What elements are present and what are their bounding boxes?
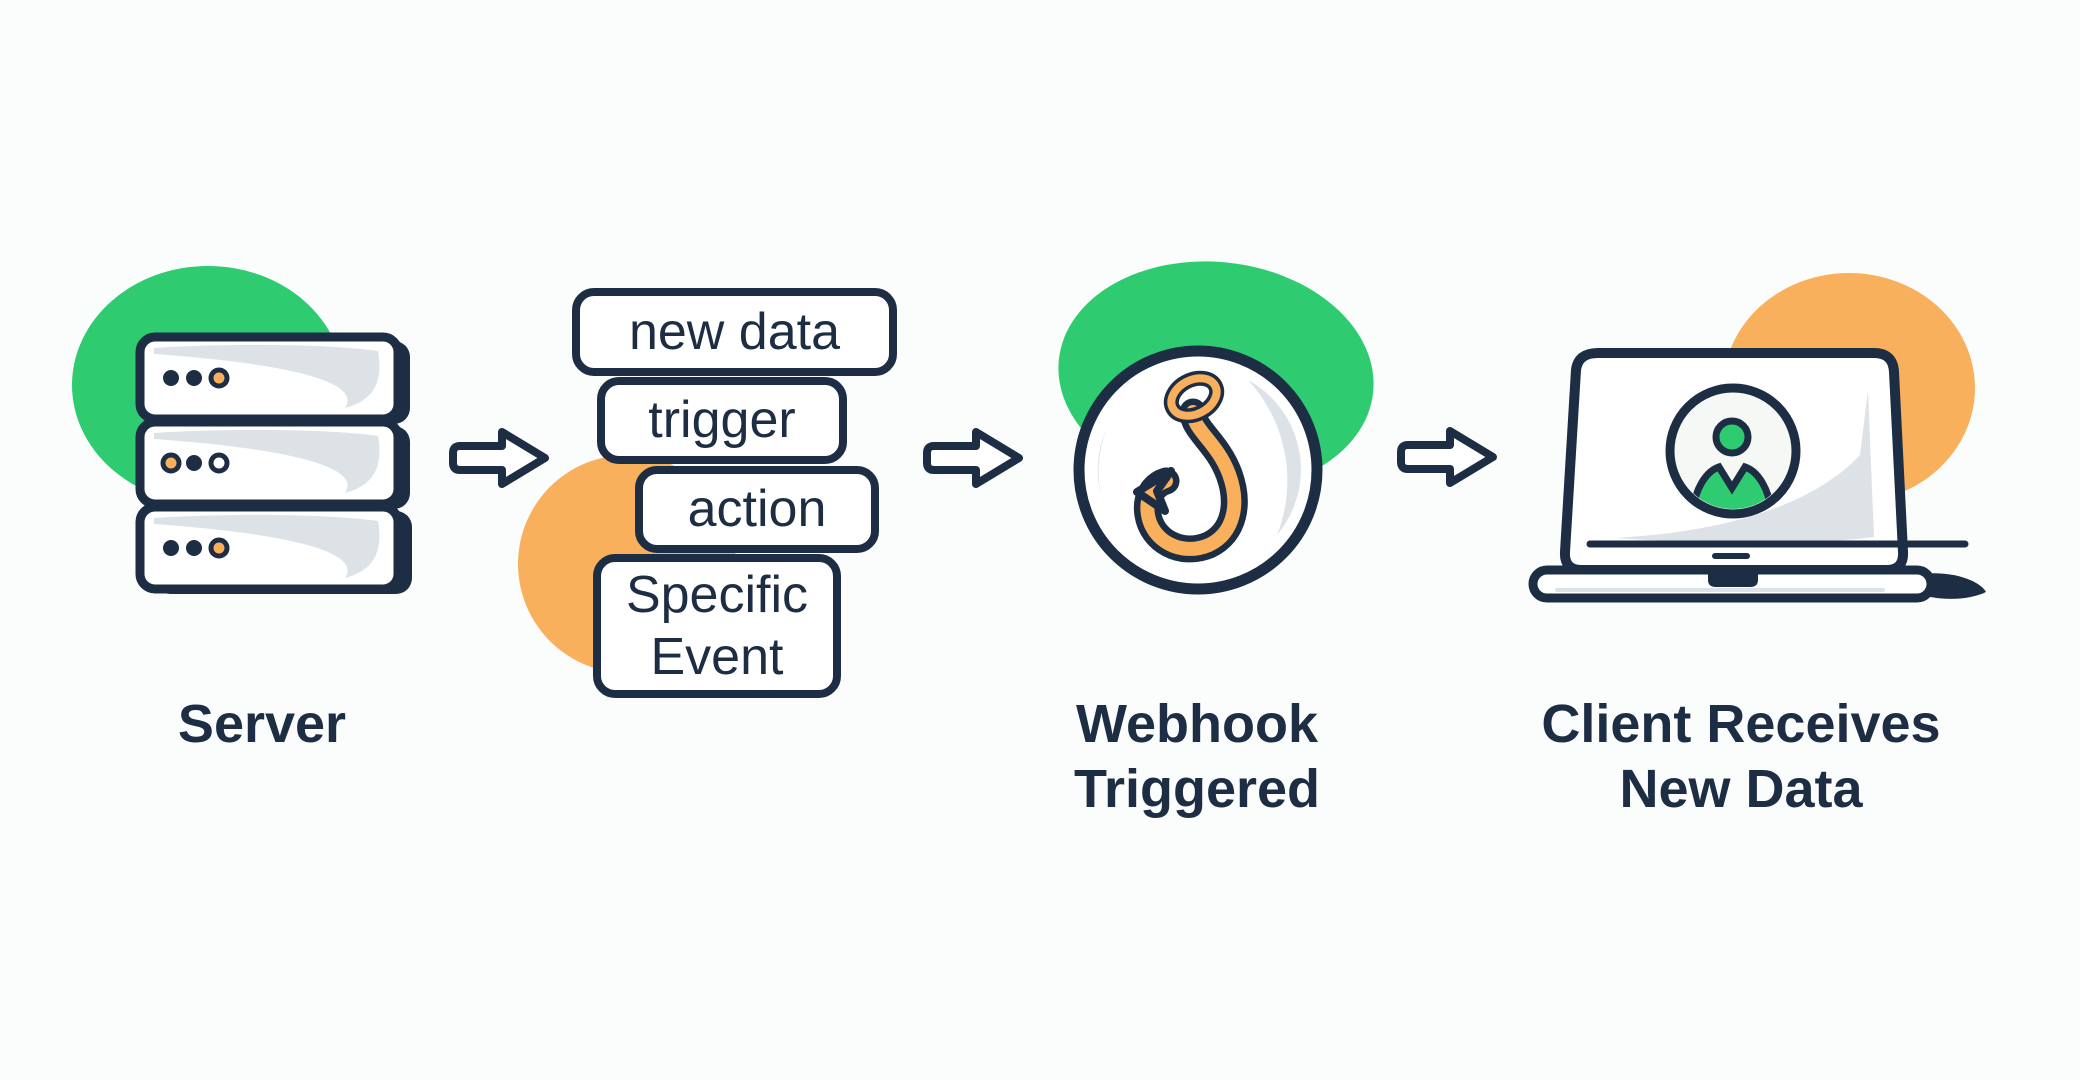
event-label-text: new data bbox=[628, 302, 841, 361]
server-unit bbox=[135, 417, 403, 509]
event-label-text: trigger bbox=[648, 391, 796, 450]
server-unit bbox=[135, 332, 403, 424]
hook-barb bbox=[1133, 467, 1175, 515]
webhook-caption: Webhook Triggered bbox=[1073, 694, 1321, 819]
trackpad-dash bbox=[1712, 553, 1750, 559]
screen-reflection bbox=[1615, 390, 1874, 543]
server-caption: Server bbox=[177, 694, 347, 754]
arrow-right-icon bbox=[922, 420, 1026, 496]
laptop-user-icon bbox=[1528, 273, 1986, 603]
avatar-head bbox=[1712, 417, 1752, 457]
event-label-text: action bbox=[687, 480, 827, 539]
avatar-body bbox=[1689, 462, 1775, 509]
server-unit bbox=[135, 502, 403, 594]
base-notch bbox=[1708, 574, 1758, 587]
highlight-crescent bbox=[1248, 380, 1301, 535]
event-label-specific-event: Specific Event bbox=[593, 554, 841, 698]
hook-eyelet bbox=[1163, 370, 1225, 424]
event-label-trigger: trigger bbox=[597, 377, 847, 464]
event-label-text: Specific Event bbox=[625, 565, 809, 686]
arrow-right-icon bbox=[1396, 419, 1500, 495]
highlight-crescent bbox=[1097, 428, 1107, 496]
event-label-action: action bbox=[635, 466, 879, 553]
event-label-new-data: new data bbox=[572, 288, 897, 376]
base-inner-line bbox=[1555, 588, 1885, 592]
fish-hook-icon bbox=[1058, 261, 1374, 595]
server-stack-icon bbox=[72, 266, 412, 594]
arrow-right-icon bbox=[448, 420, 552, 496]
client-caption: Client Receives New Data bbox=[1541, 694, 1941, 819]
